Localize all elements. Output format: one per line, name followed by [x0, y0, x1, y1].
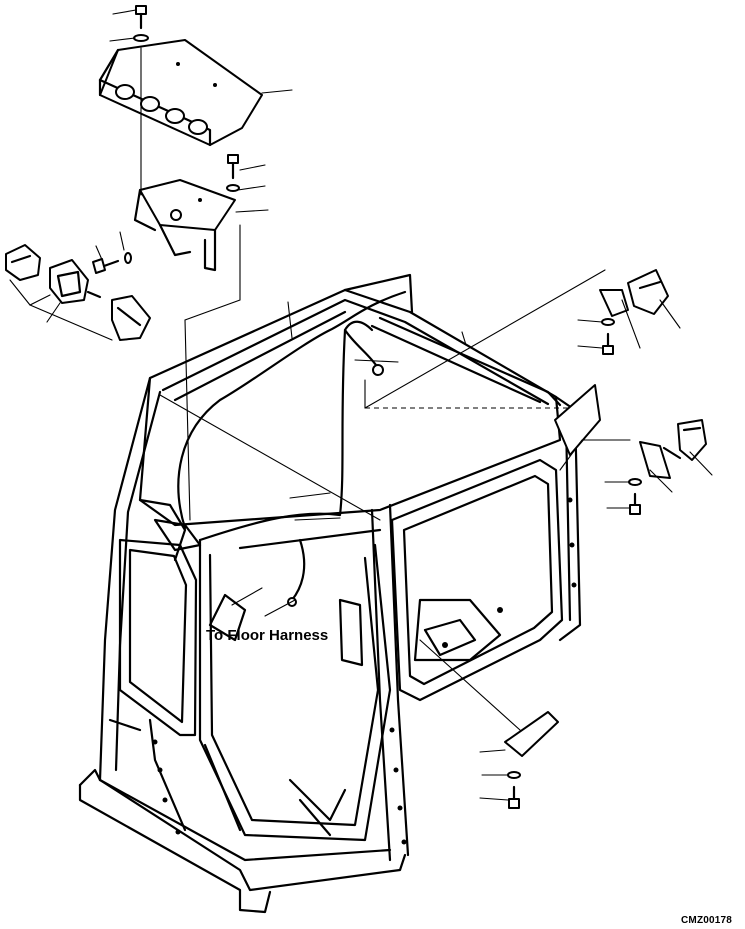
left-work-lamp-set	[5, 244, 151, 341]
right-lower-lamp	[628, 419, 707, 515]
floor-harness-clip	[504, 711, 559, 809]
drawing-code: CMZ00178	[681, 915, 733, 926]
callout-leader-lines	[9, 9, 713, 801]
right-upper-lamp	[599, 269, 669, 356]
roof-box-bolt	[133, 5, 149, 42]
cab-frame	[78, 273, 601, 914]
cab-wiring-harness	[153, 290, 407, 607]
roof-speaker-box	[98, 39, 263, 147]
lamp-mount-bracket	[133, 154, 240, 272]
floor-harness-label: To Floor Harness	[206, 627, 329, 644]
